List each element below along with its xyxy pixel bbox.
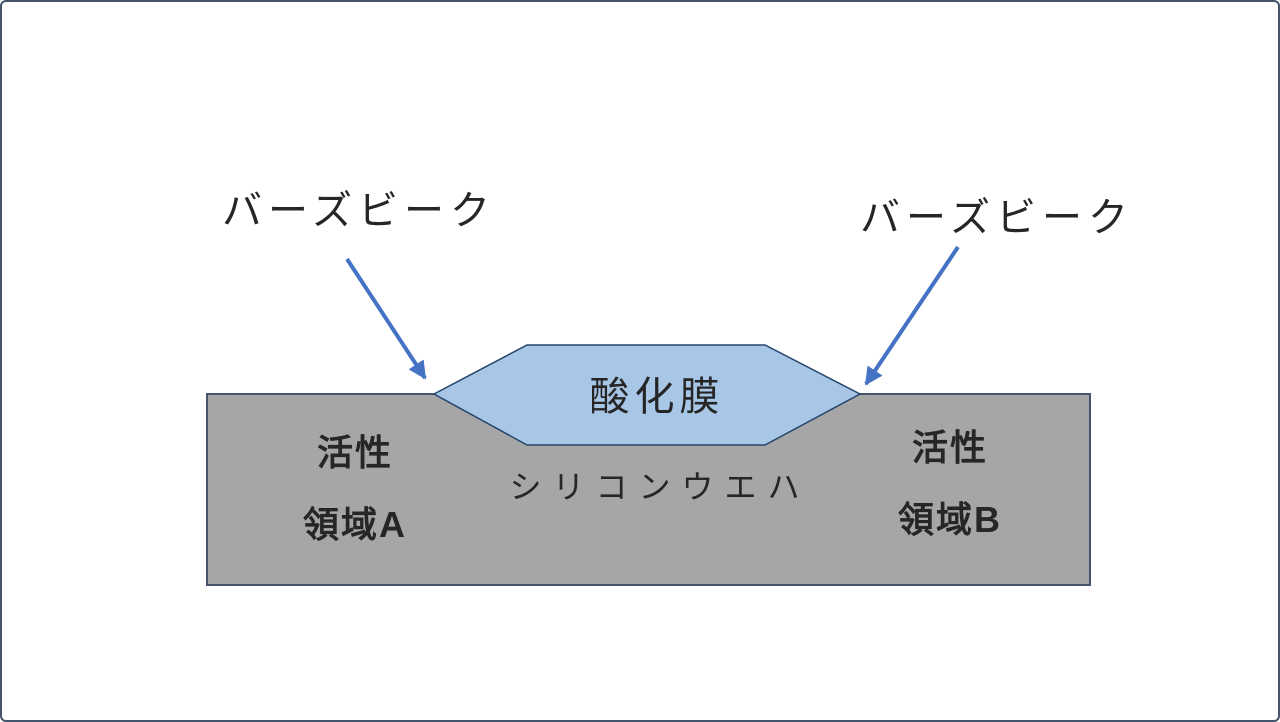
birds-beak-label-left: バーズビーク xyxy=(222,189,496,233)
oxide-film-label: 酸化膜 xyxy=(589,375,725,419)
active-region-b-line2: 領域B xyxy=(898,499,1002,540)
active-region-a-line1: 活性 xyxy=(316,432,393,473)
birds-beak-label-right: バーズビーク xyxy=(860,196,1134,240)
active-region-a-label: 活性 領域A xyxy=(303,417,407,561)
oxide-film-shape xyxy=(432,344,862,446)
active-region-b-label: 活性 領域B xyxy=(898,412,1002,556)
silicon-wafer-label: シリコンウエハ xyxy=(509,469,811,505)
active-region-b-line1: 活性 xyxy=(911,427,988,468)
birds-beak-arrow-left xyxy=(345,257,427,380)
birds-beak-arrow-right xyxy=(864,245,960,386)
active-region-a-line2: 領域A xyxy=(303,504,407,545)
